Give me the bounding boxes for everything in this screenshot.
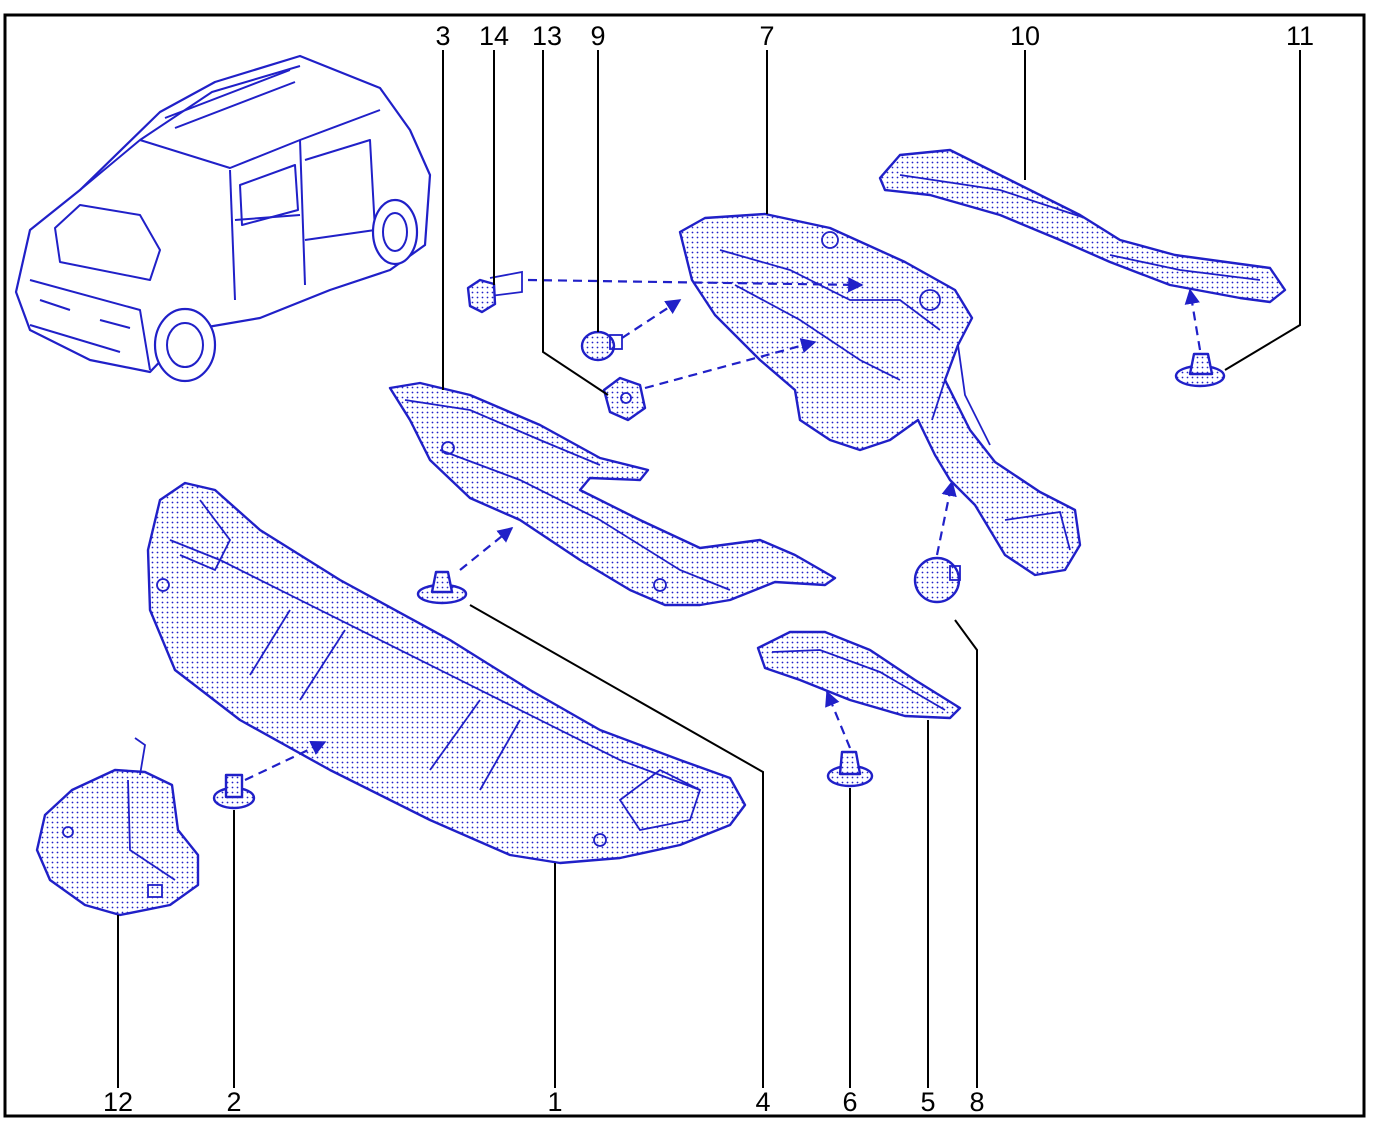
part-10-shield <box>878 148 1287 304</box>
callout-7: 7 <box>759 21 774 51</box>
leader-lines <box>117 50 1301 1088</box>
callout-8: 8 <box>969 1087 984 1117</box>
callout-9: 9 <box>590 21 605 51</box>
fastener-9-clip <box>580 330 623 362</box>
assembly-arrows <box>244 277 1202 781</box>
fastener-2-clip <box>212 773 256 810</box>
fastener-8-plug <box>913 556 961 604</box>
part-7-shield <box>678 212 1082 577</box>
fastener-6-clip <box>826 750 874 788</box>
callout-5: 5 <box>920 1087 935 1117</box>
fastener-14-bolt <box>466 270 523 314</box>
callout-11: 11 <box>1286 21 1314 51</box>
vehicle-illustration <box>14 54 432 383</box>
fastener-13-nut <box>602 376 647 422</box>
callout-13: 13 <box>532 21 562 51</box>
callout-2: 2 <box>226 1087 241 1117</box>
diagram-border <box>3 13 1366 1118</box>
callout-14: 14 <box>479 21 509 51</box>
callout-labels: 3 14 13 9 7 10 11 12 2 1 4 6 5 8 <box>103 21 1314 1117</box>
callout-4: 4 <box>755 1087 770 1117</box>
callout-12: 12 <box>103 1087 133 1117</box>
callout-10: 10 <box>1010 21 1040 51</box>
part-1-shield <box>146 481 747 865</box>
fastener-11-clip <box>1174 352 1226 388</box>
part-12-shield <box>35 737 200 917</box>
callout-3: 3 <box>435 21 450 51</box>
fastener-4-clip <box>416 570 468 605</box>
part-5-shield <box>756 630 962 720</box>
part-3-shield <box>388 381 837 607</box>
callout-1: 1 <box>547 1087 562 1117</box>
callout-6: 6 <box>842 1087 857 1117</box>
